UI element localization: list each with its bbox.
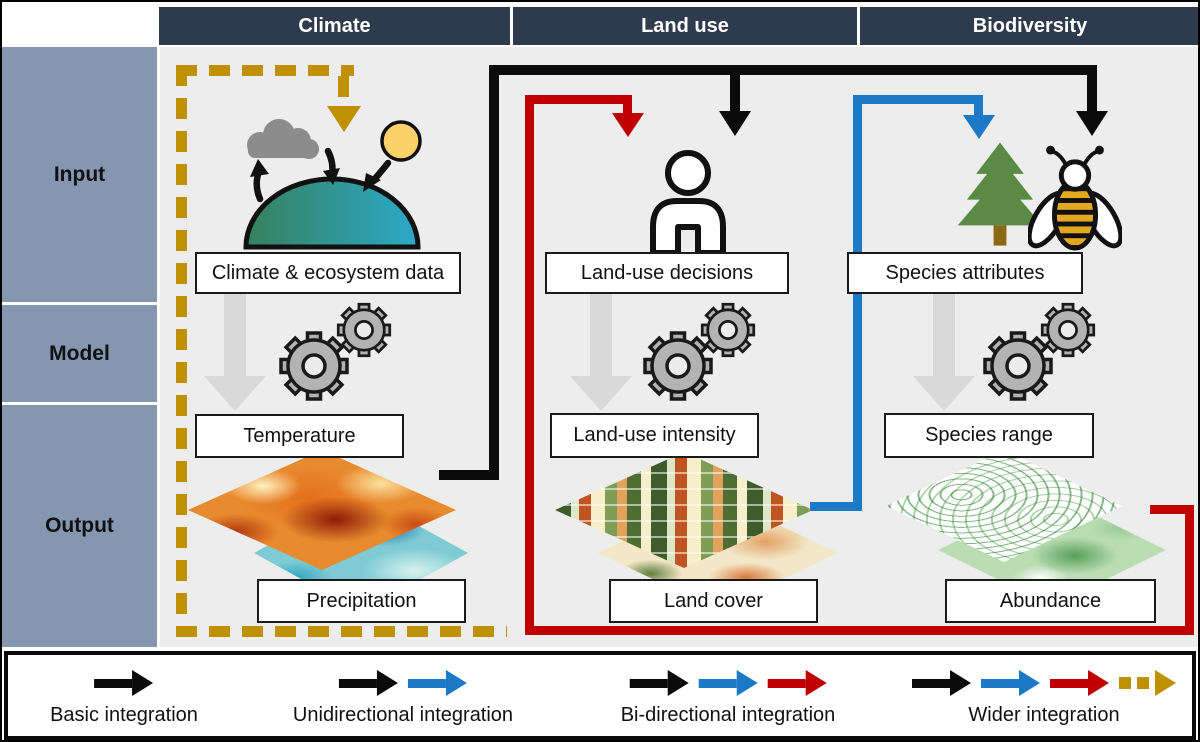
legend-blue-arrow-icon xyxy=(981,670,1040,696)
legend-arrows-bidirectional xyxy=(629,669,827,697)
legend-item-wider: Wider integration xyxy=(912,669,1176,727)
column-header-climate: Climate xyxy=(159,7,510,45)
legend-arrows-unidirectional xyxy=(338,669,467,697)
tree-icon xyxy=(957,142,1043,246)
legend-item-bidirectional: Bi-directional integration xyxy=(620,669,836,727)
legend-black-arrow-icon xyxy=(629,670,689,696)
legend-item-unidirectional: Unidirectional integration xyxy=(293,669,513,727)
red-arrowhead-icon xyxy=(612,113,644,137)
black-arrowhead-biodiversity-icon xyxy=(1076,111,1108,136)
landuse-model-output-box: Land-use intensity xyxy=(550,413,759,458)
landuse-model-output-label: Land-use intensity xyxy=(573,424,736,446)
landuse-gears-icon xyxy=(643,302,756,401)
legend-black-arrow-icon xyxy=(912,670,971,696)
legend: Basic integration Unidirectional integra… xyxy=(4,651,1196,740)
landuse-input-label: Land-use decisions xyxy=(580,261,754,284)
red-flow-bottom xyxy=(525,626,1194,635)
red-flow-vertical-left xyxy=(525,95,534,635)
biodiversity-process-arrow-icon xyxy=(913,376,975,411)
climate-ecosystem-icon xyxy=(243,119,422,250)
landuse-output-box: Land cover xyxy=(609,579,818,623)
black-flow-drop-biodiversity xyxy=(1087,75,1097,111)
climate-gears-icon xyxy=(279,302,392,401)
row-header-input-label: Input xyxy=(53,162,106,186)
row-header-output-label: Output xyxy=(45,514,114,537)
legend-label-unidirectional: Unidirectional integration xyxy=(292,704,514,726)
landuse-output-label: Land cover xyxy=(664,589,763,612)
biodiversity-process-arrow-shaft xyxy=(933,294,955,376)
red-flow-top xyxy=(525,95,632,104)
climate-input-box: Climate & ecosystem data xyxy=(195,252,461,294)
column-header-climate-label: Climate xyxy=(298,14,371,37)
legend-label-wider: Wider integration xyxy=(968,704,1120,726)
person-icon xyxy=(650,150,726,256)
climate-model-output-label: Temperature xyxy=(243,424,356,447)
red-flow-vertical-right xyxy=(1185,505,1194,635)
landuse-process-arrow-shaft xyxy=(590,294,612,376)
black-flow-top xyxy=(489,65,1097,75)
legend-red-arrow-icon xyxy=(767,670,827,696)
landuse-process-arrow-icon xyxy=(570,376,632,411)
legend-item-basic: Basic integration xyxy=(50,669,198,727)
gold-arrowhead-icon xyxy=(327,106,361,132)
legend-label-bidirectional: Bi-directional integration xyxy=(620,704,836,726)
legend-label-basic: Basic integration xyxy=(50,704,198,726)
biodiversity-model-output-label: Species range xyxy=(925,424,1053,446)
legend-red-arrow-icon xyxy=(1050,670,1109,696)
biodiversity-input-box: Species attributes xyxy=(847,252,1083,294)
black-flow-stub-from-climate-output xyxy=(439,470,499,480)
black-flow-drop-landuse xyxy=(730,75,740,111)
column-header-land-use: Land use xyxy=(513,7,857,45)
red-flow-drop xyxy=(623,104,632,114)
legend-blue-arrow-icon xyxy=(698,670,758,696)
legend-arrows-basic xyxy=(94,669,154,697)
legend-blue-arrow-icon xyxy=(407,670,467,696)
legend-black-arrow-icon xyxy=(338,670,398,696)
cloud-icon xyxy=(247,119,319,159)
red-flow-stub-from-biodiversity-output xyxy=(1150,505,1194,514)
climate-process-arrow-shaft xyxy=(224,294,246,376)
gold-feedback-line-top xyxy=(176,65,354,76)
biodiversity-model-output-box: Species range xyxy=(884,413,1094,458)
row-header-output: Output xyxy=(2,405,157,647)
black-arrowhead-landuse-icon xyxy=(719,111,751,136)
row-header-model: Model xyxy=(2,305,157,402)
black-flow-vertical xyxy=(489,65,499,480)
legend-arrows-wider xyxy=(912,669,1176,697)
exchange-arrowheads-icon xyxy=(250,159,381,192)
landuse-input-box: Land-use decisions xyxy=(545,252,789,294)
climate-process-arrow-icon xyxy=(204,376,266,411)
blue-flow-stub-from-landuse-output xyxy=(810,502,862,511)
column-header-land-use-label: Land use xyxy=(641,14,729,37)
biodiversity-output-label: Abundance xyxy=(999,589,1102,612)
climate-input-label: Climate & ecosystem data xyxy=(211,261,445,284)
sun-icon xyxy=(380,120,422,162)
ecosystem-dome-icon xyxy=(243,176,421,250)
gold-feedback-line-left xyxy=(176,65,187,637)
climate-output-label: Precipitation xyxy=(306,589,417,612)
blue-flow-top xyxy=(853,95,983,104)
biodiversity-input-label: Species attributes xyxy=(885,261,1045,284)
biodiversity-output-box: Abundance xyxy=(945,579,1156,623)
climate-output-box: Precipitation xyxy=(257,579,466,623)
gold-feedback-line-bottom xyxy=(176,626,507,637)
column-header-biodiversity: Biodiversity xyxy=(860,7,1198,45)
row-header-input: Input xyxy=(2,47,157,302)
climate-model-output-box: Temperature xyxy=(195,414,404,458)
legend-black-arrow-icon xyxy=(94,670,154,696)
row-header-model-label: Model xyxy=(49,341,110,365)
gold-feedback-stub xyxy=(338,76,349,106)
bee-icon xyxy=(1028,145,1122,251)
legend-gold-dashed-arrow-icon xyxy=(1119,670,1176,696)
column-header-biodiversity-label: Biodiversity xyxy=(972,14,1088,37)
blue-flow-drop xyxy=(974,104,983,116)
blue-flow-vertical xyxy=(853,95,862,511)
biodiversity-gears-icon xyxy=(983,302,1096,401)
blue-arrowhead-icon xyxy=(963,115,995,139)
